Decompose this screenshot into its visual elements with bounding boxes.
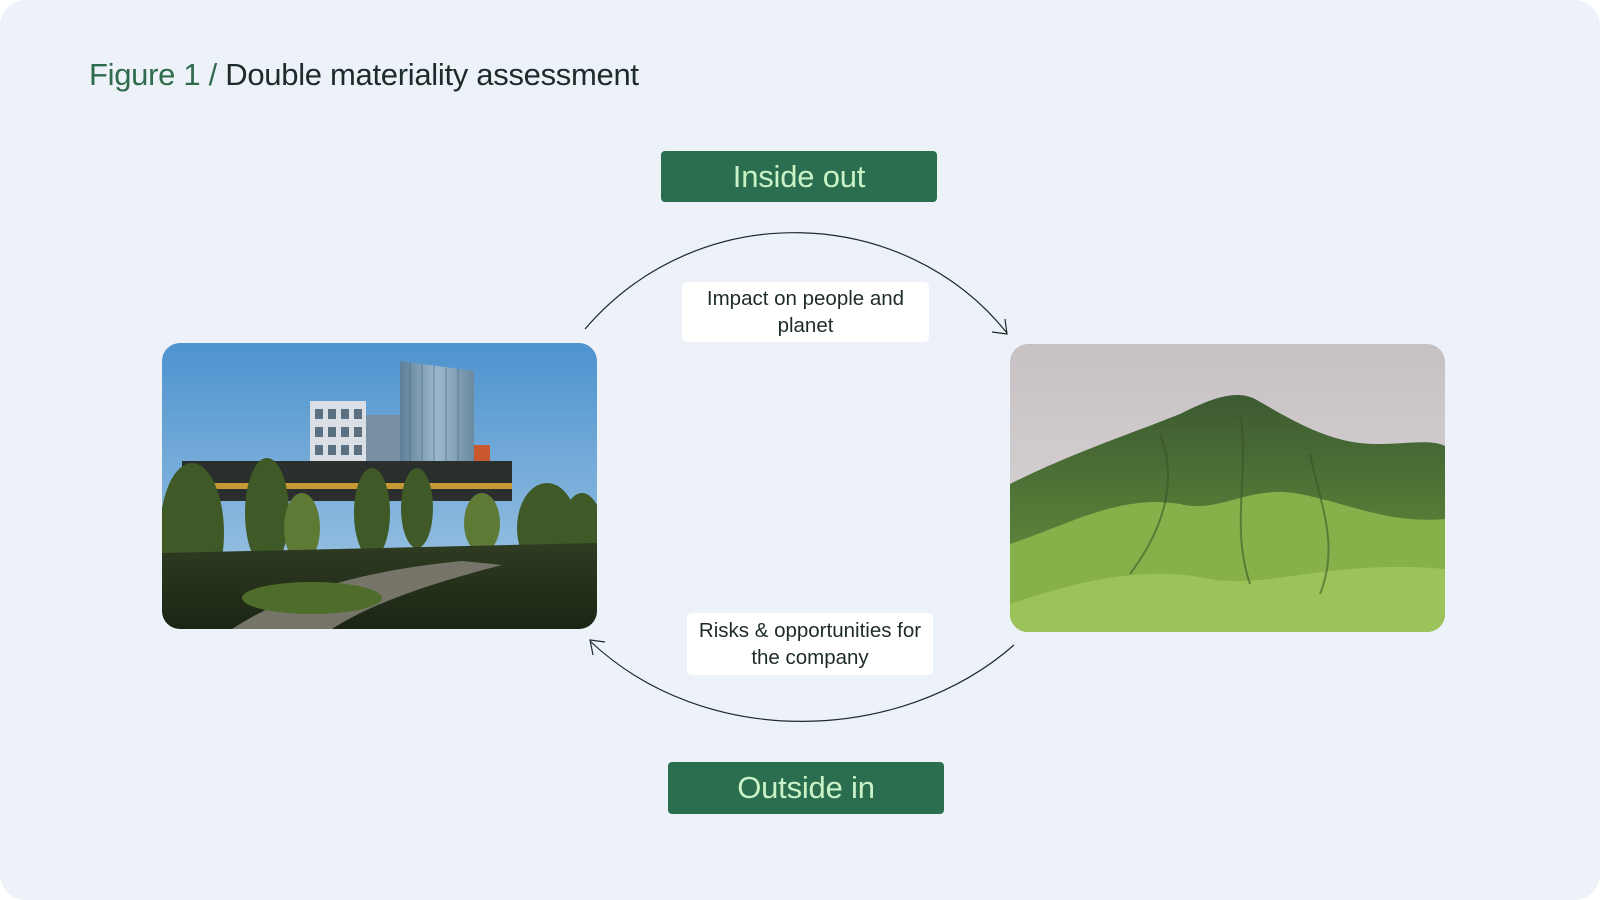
outside-in-label: Outside in (668, 762, 944, 814)
figure-title-text: Double materiality assessment (225, 57, 639, 92)
city-buildings-photo (162, 343, 597, 629)
figure-title: Figure 1 / Double materiality assessment (89, 55, 639, 95)
inside-out-description: Impact on people and planet (682, 282, 929, 342)
bottom-arrowhead (589, 639, 606, 656)
outside-in-description: Risks & opportunities for the company (687, 613, 933, 675)
inside-out-label: Inside out (661, 151, 937, 202)
mountain-photo (1010, 344, 1445, 632)
figure-number: Figure 1 / (89, 57, 217, 92)
top-arrowhead (991, 318, 1008, 335)
